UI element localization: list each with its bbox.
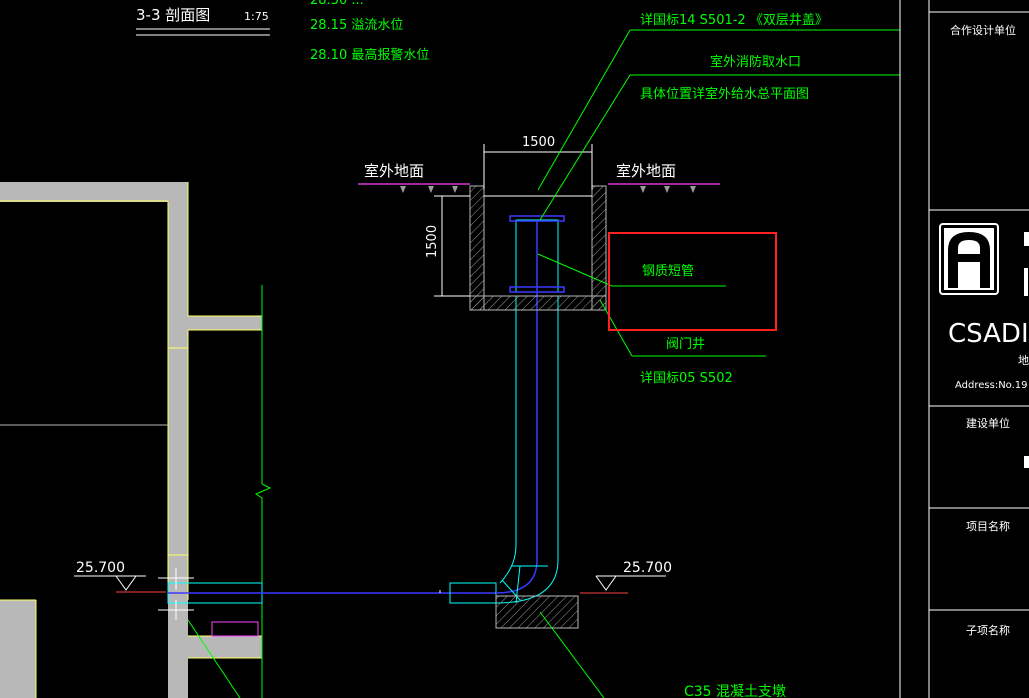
water-level-labels: 28.30 ... 28.15 溢流水位 28.10 最高报警水位 — [310, 0, 429, 63]
valve-well: 室外地面 室外地面 1500 1500 — [358, 135, 720, 311]
alarm-level-label: 28.10 最高报警水位 — [310, 47, 429, 63]
tb-address-cut: 地 — [1018, 354, 1029, 367]
note-hydrant: 室外消防取水口 — [710, 54, 801, 70]
tb-company-abbr: CSADI — [948, 319, 1029, 349]
support-pier — [495, 595, 579, 629]
riser-pipe — [495, 220, 559, 604]
note-location: 具体位置详室外给水总平面图 — [640, 86, 809, 102]
dim-width-label: 1500 — [522, 135, 555, 150]
bottom-wall-left — [0, 600, 36, 698]
tb-sub-project-name: 子项名称 — [966, 623, 1010, 637]
elbow-center — [495, 559, 538, 594]
leader-hydrant — [539, 74, 631, 221]
leader-pipe — [537, 253, 613, 287]
tb-address: Address:No.19 — [955, 380, 1028, 391]
ground-label-left: 室外地面 — [364, 162, 424, 180]
pipe-flange-bottom — [509, 286, 565, 293]
elevation-left-label: 25.700 — [76, 560, 125, 576]
soil-marks-right — [640, 186, 696, 193]
leader-notes: 详国标14 S501-2 《双层井盖》 室外消防取水口 具体位置详室外给水总平面… — [187, 13, 900, 698]
ground-label-right: 室外地面 — [616, 162, 676, 180]
sleeve-detail — [211, 621, 259, 637]
break-line-path — [254, 285, 272, 698]
soil-marks-left — [400, 186, 458, 193]
leader-cover — [537, 29, 631, 191]
dim-height-label: 1500 — [425, 225, 440, 258]
elevation-left: 25.700 — [74, 560, 166, 593]
title-block: 合作设计单位 CSADI 地 Address:No.19 建设单位 项目名称 子… — [899, 0, 1029, 698]
concrete-support: C35 混凝土支墩 — [495, 595, 786, 698]
well-wall-left — [469, 185, 485, 311]
note-cover: 详国标14 S501-2 《双层井盖》 — [640, 13, 828, 28]
support-label: C35 混凝土支墩 — [684, 684, 786, 698]
overflow-level-label: 28.15 溢流水位 — [310, 18, 403, 33]
well-wall-right — [591, 185, 607, 311]
wall-vertical — [168, 182, 188, 698]
section-title: 3-3 剖面图 — [136, 6, 210, 24]
highlight-box[interactable] — [608, 232, 777, 331]
tb-project-name: 项目名称 — [966, 519, 1010, 533]
section-scale: 1:75 — [244, 10, 269, 23]
tb-coop-unit: 合作设计单位 — [950, 23, 1016, 37]
leader-valve-well — [599, 299, 633, 357]
note-valve-well: 阀门井 — [666, 337, 705, 352]
pipe-flange-top — [509, 215, 565, 222]
break-line — [254, 285, 272, 698]
elbow-inner — [499, 544, 517, 584]
tb-cut-mark — [1024, 456, 1029, 468]
elevation-right-label: 25.700 — [623, 560, 672, 576]
note-valve-std: 详国标05 S502 — [640, 371, 733, 386]
company-logo — [939, 223, 1029, 296]
horizontal-pipe — [158, 568, 497, 620]
leader-bottom-left — [187, 619, 241, 698]
top-cut-label: 28.30 ... — [310, 0, 364, 8]
note-pipe: 钢质短管 — [642, 264, 694, 279]
elevation-right: 25.700 — [580, 560, 672, 594]
well-floor — [469, 295, 607, 311]
bottom-slab-right — [188, 636, 262, 658]
tb-owner: 建设单位 — [966, 416, 1010, 430]
elev-left-triangle — [115, 575, 137, 591]
support-leader — [539, 611, 605, 698]
elev-right-triangle — [595, 575, 617, 591]
slab-right — [188, 316, 262, 330]
wall-top-slab — [0, 182, 188, 202]
building-structure — [0, 182, 262, 698]
section-title-block: 3-3 剖面图 1:75 — [136, 6, 270, 36]
